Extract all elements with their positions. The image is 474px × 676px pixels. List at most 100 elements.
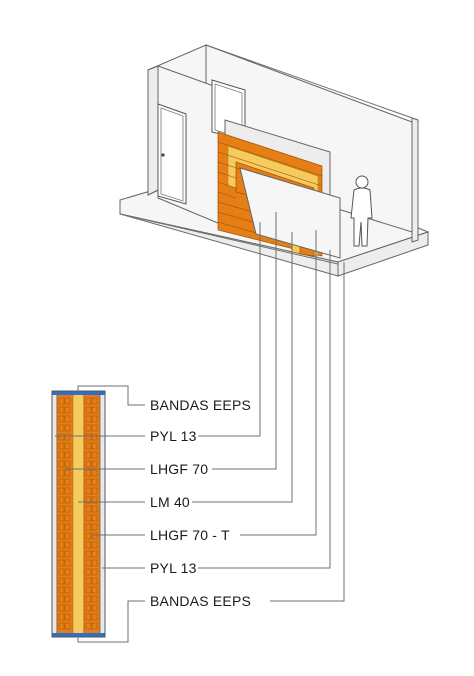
brick-perforation (91, 451, 98, 459)
brick-perforation (64, 469, 71, 477)
brick-perforation (64, 604, 71, 612)
brick-perforation (85, 496, 92, 504)
brick-perforation (85, 559, 92, 567)
label-pyl-13-b: PYL 13 (150, 560, 197, 576)
brick-perforation (58, 442, 65, 450)
brick-perforation (58, 487, 65, 495)
brick-perforation (58, 568, 65, 576)
brick-perforation (85, 577, 92, 585)
brick-perforation (85, 568, 92, 576)
brick-perforation (58, 604, 65, 612)
label-lm-40: LM 40 (150, 494, 190, 510)
brick-perforation (58, 613, 65, 621)
brick-perforation (64, 460, 71, 468)
brick-perforation (91, 397, 98, 405)
brick-perforation (91, 433, 98, 441)
brick-perforation (91, 514, 98, 522)
brick-perforation (85, 622, 92, 630)
section-pyl-outer (51, 391, 58, 637)
brick-perforation (58, 595, 65, 603)
brick-perforation (91, 622, 98, 630)
door-handle-icon (161, 153, 165, 157)
brick-perforation (91, 415, 98, 423)
door (157, 103, 187, 205)
brick-perforation (85, 469, 92, 477)
brick-perforation (85, 397, 92, 405)
brick-perforation (91, 559, 98, 567)
brick-perforation (58, 478, 65, 486)
floor-slab-side (337, 231, 429, 277)
brick-perforation (64, 442, 71, 450)
label-lhgf-70-t: LHGF 70 - T (150, 527, 230, 543)
brick-perforation (85, 478, 92, 486)
brick-perforation (64, 478, 71, 486)
brick-perforation (91, 478, 98, 486)
brick-perforation (91, 469, 98, 477)
brick-perforation (85, 451, 92, 459)
label-bandas-eeps-top: BANDAS EEPS (150, 397, 251, 413)
brick-perforation (64, 559, 71, 567)
brick-perforation (85, 586, 92, 594)
brick-perforation (58, 406, 65, 414)
brick-perforation (85, 604, 92, 612)
label-bandas-eeps-bottom: BANDAS EEPS (150, 593, 251, 609)
brick-perforation (91, 406, 98, 414)
brick-perforation (85, 595, 92, 603)
leader-lines (55, 212, 345, 643)
brick-perforation (64, 451, 71, 459)
brick-perforation (85, 433, 92, 441)
brick-perforation (85, 487, 92, 495)
brick-perforation (58, 523, 65, 531)
brick-perforation (58, 469, 65, 477)
brick-perforation (64, 496, 71, 504)
wall-section-detail (51, 390, 106, 638)
brick-perforation (64, 514, 71, 522)
brick-perforation (91, 487, 98, 495)
brick-perforation (64, 586, 71, 594)
brick-perforation (64, 406, 71, 414)
brick-perforation (91, 595, 98, 603)
brick-perforation (58, 496, 65, 504)
brick-perforation (85, 532, 92, 540)
brick-perforation (85, 406, 92, 414)
brick-perforation (64, 424, 71, 432)
brick-perforation (58, 460, 65, 468)
brick-perforation (85, 505, 92, 513)
brick-perforation (58, 424, 65, 432)
brick-perforation (85, 550, 92, 558)
brick-perforation (64, 595, 71, 603)
room-isometric (119, 44, 430, 277)
brick-perforation (64, 523, 71, 531)
brick-perforation (91, 613, 98, 621)
brick-perforation (64, 622, 71, 630)
section-eeps-band-bottom (52, 633, 105, 637)
brick-perforation (58, 532, 65, 540)
section-pyl-inner (99, 391, 106, 637)
brick-perforation (64, 541, 71, 549)
brick-perforation (58, 550, 65, 558)
wall-end-cap (411, 117, 419, 243)
brick-perforation (64, 550, 71, 558)
brick-perforation (64, 487, 71, 495)
brick-perforation (91, 550, 98, 558)
brick-perforation (91, 541, 98, 549)
brick-perforation (91, 505, 98, 513)
brick-perforation (58, 577, 65, 585)
brick-perforation (85, 514, 92, 522)
brick-perforation (91, 460, 98, 468)
brick-perforation (64, 577, 71, 585)
brick-perforation (91, 532, 98, 540)
brick-perforation (91, 604, 98, 612)
brick-perforation (58, 451, 65, 459)
brick-perforation (91, 577, 98, 585)
brick-perforation (85, 442, 92, 450)
brick-perforation (85, 415, 92, 423)
brick-perforation (64, 532, 71, 540)
brick-perforation (58, 433, 65, 441)
brick-perforation (64, 568, 71, 576)
brick-perforation (64, 433, 71, 441)
person-silhouette-icon (350, 175, 373, 247)
label-lhgf-70: LHGF 70 (150, 461, 208, 477)
brick-perforation (91, 568, 98, 576)
